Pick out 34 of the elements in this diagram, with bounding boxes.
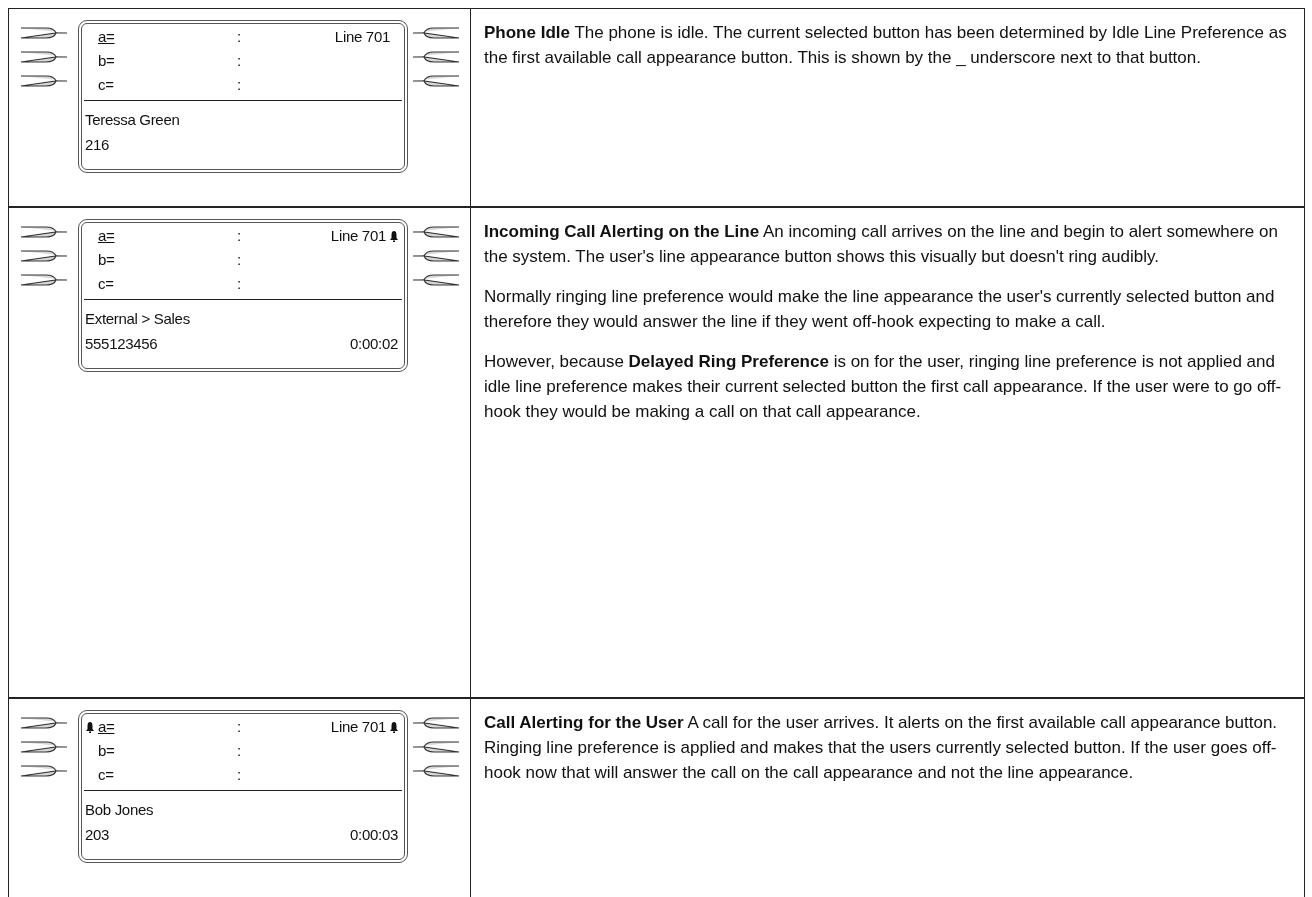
display-text: Line 701: [330, 718, 386, 736]
display-text: 203: [85, 826, 110, 844]
description-text: Incoming Call Alerting on the Line An incoming call arrives on the line and begin to alert somewhere on the system. The user's line appearance button shows this visually but doesn't ring audibly.: [484, 221, 1279, 268]
display-text: :: [237, 718, 241, 736]
display-text: a=: [98, 28, 115, 46]
description-text: However, because Delayed Ring Preference is on for the user, ringing line preference is not applied and idle line preference makes their current selected button the first call appearance. If the user were to go off-hook they would be making a call on that call appearance.: [484, 351, 1283, 423]
display-text: Bob Jones: [85, 801, 154, 819]
display-text: 0:00:02: [350, 335, 398, 353]
description-text: Call Alerting for the User A call for the user arrives. It alerts on the first available call appearance button. Ringing line preference is applied and makes that the users currently selected button. If the user goes off-hook now that will answer the call on the call appearance and not the line appearance.: [484, 712, 1279, 784]
description-text: Normally ringing line preference would make the line appearance the user's currently selected button and therefore they would answer the line if they went off-hook expecting to make a call.: [484, 286, 1276, 333]
display-text: :: [237, 766, 241, 784]
display-text: :: [237, 52, 241, 70]
display-text: c=: [98, 76, 114, 94]
display-text: :: [237, 251, 241, 269]
display-text: :: [237, 742, 241, 760]
description-text: Phone Idle The phone is idle. The current selected button has been determined by Idle Line Preference as the first available call appearance button. This is shown by the _ underscore next to that button.: [484, 22, 1288, 69]
display-text: 0:00:03: [350, 826, 398, 844]
display-text: :: [237, 275, 241, 293]
display-text: 216: [85, 136, 110, 154]
display-text: a=: [98, 227, 115, 245]
display-text: :: [237, 227, 241, 245]
display-text: Line 701: [330, 227, 386, 245]
display-text: c=: [98, 275, 114, 293]
display-text: b=: [98, 251, 115, 269]
display-text: b=: [98, 52, 115, 70]
display-text: c=: [98, 766, 114, 784]
display-text: 555123456: [85, 335, 158, 353]
display-text: a=: [98, 718, 115, 736]
display-text: :: [237, 76, 241, 94]
display-text: Teressa Green: [85, 111, 180, 129]
display-text: :: [237, 28, 241, 46]
display-text: b=: [98, 742, 115, 760]
display-text: Line 701: [334, 28, 390, 46]
display-text: External > Sales: [85, 310, 190, 328]
